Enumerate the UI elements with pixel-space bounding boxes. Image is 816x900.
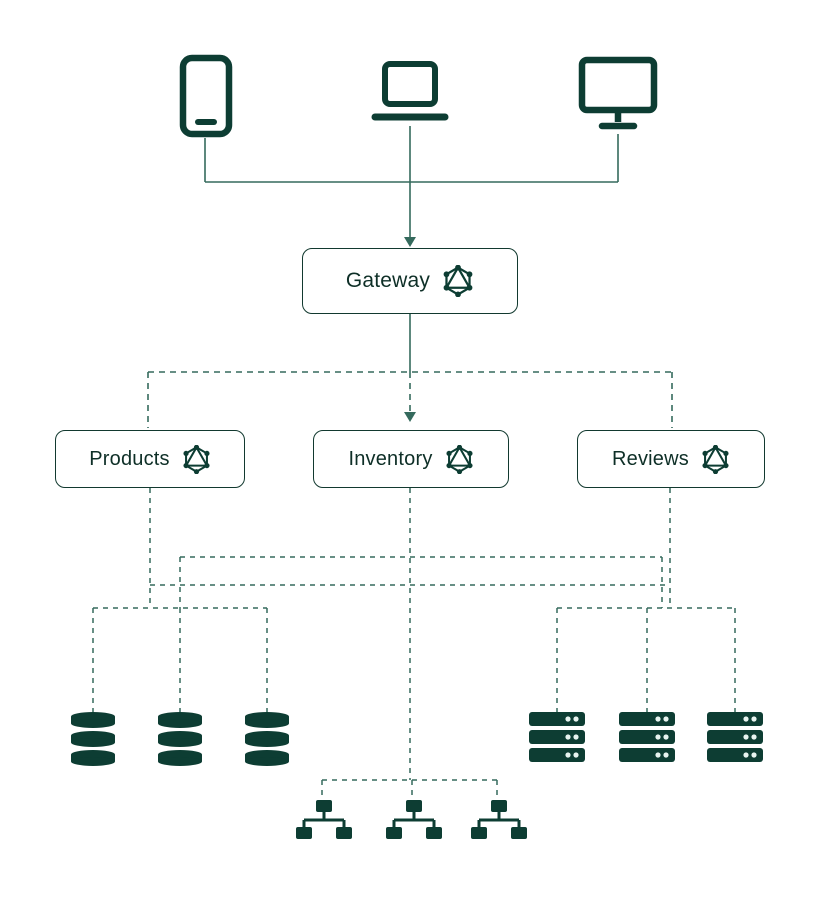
server-icon: [529, 712, 585, 762]
gateway-label: Gateway: [345, 269, 431, 292]
database-icon: [157, 712, 203, 766]
laptop-icon: [368, 60, 452, 126]
gateway-node: Gateway: [302, 248, 518, 314]
server-icon: [707, 712, 763, 762]
products-label: Products: [89, 447, 170, 470]
desktop-icon: [578, 56, 658, 134]
server-icon: [619, 712, 675, 762]
graphql-icon: [701, 445, 730, 474]
tablet-icon: [178, 54, 234, 138]
service-node-reviews: Reviews: [577, 430, 765, 488]
service-node-inventory: Inventory: [313, 430, 509, 488]
network-icon: [384, 800, 444, 842]
graphql-icon: [442, 265, 474, 297]
network-icon: [469, 800, 529, 842]
inventory-label: Inventory: [348, 447, 433, 470]
graphql-icon: [445, 445, 474, 474]
service-node-products: Products: [55, 430, 245, 488]
graphql-icon: [182, 445, 211, 474]
reviews-label: Reviews: [612, 447, 689, 470]
database-icon: [244, 712, 290, 766]
database-icon: [70, 712, 116, 766]
network-icon: [294, 800, 354, 842]
